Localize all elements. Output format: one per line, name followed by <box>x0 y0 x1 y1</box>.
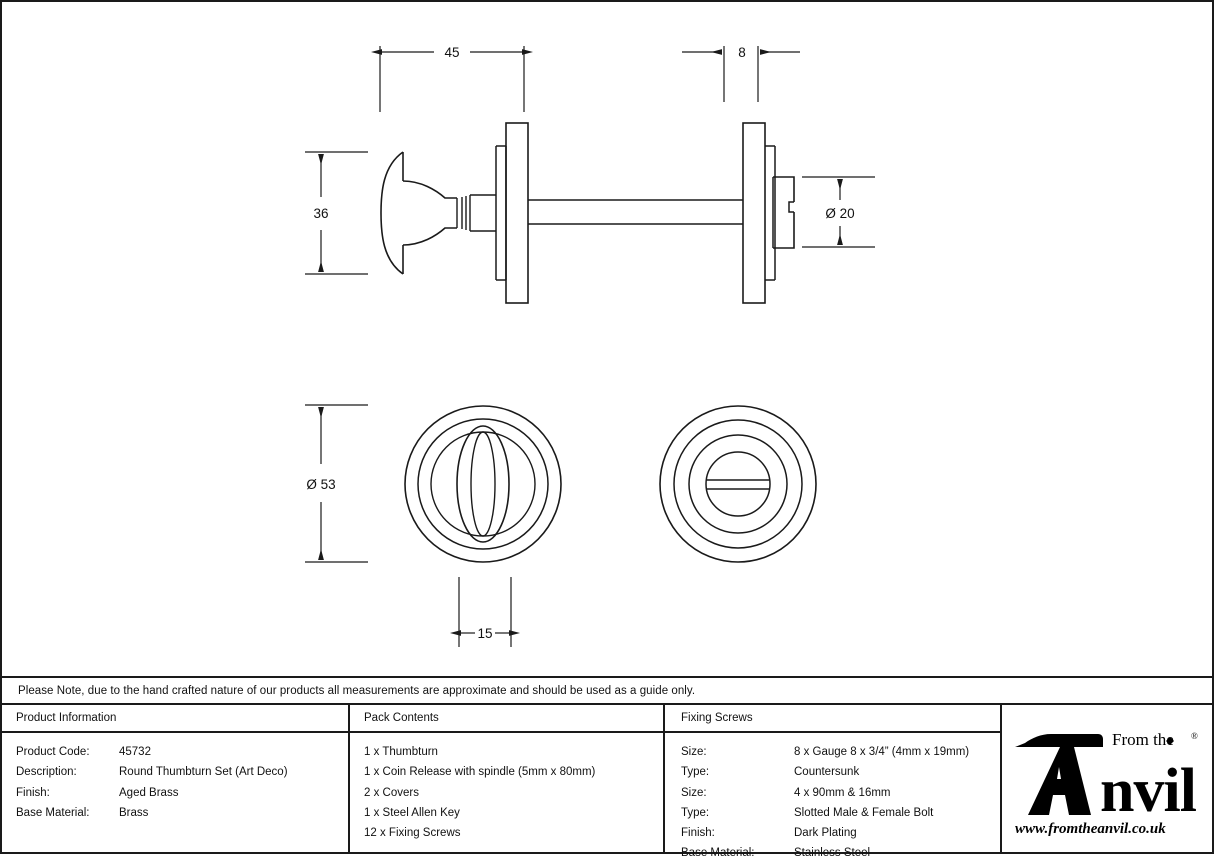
brand-name-suffix: nvil <box>1100 757 1197 825</box>
screw-type-2-value: Slotted Male & Female Bolt <box>794 806 934 819</box>
fixing-screws-header: Fixing Screws <box>665 705 1000 733</box>
description-label: Description: <box>16 766 77 779</box>
screw-type-1-value: Countersunk <box>794 766 860 779</box>
screw-size-2-label: Size: <box>681 786 707 799</box>
finish-value: Aged Brass <box>119 786 179 799</box>
pack-contents-header: Pack Contents <box>350 705 663 733</box>
finish-label: Finish: <box>16 786 50 799</box>
fixing-screws-body: Size: 8 x Gauge 8 x 3/4” (4mm x 19mm) Ty… <box>665 733 1000 864</box>
dimension-label-45: 45 <box>444 45 459 60</box>
dimension-label-15: 15 <box>477 626 492 641</box>
brand-tagline: From the <box>1112 730 1174 749</box>
base-material-label: Base Material: <box>16 806 90 819</box>
drawing-svg: 45 8 36 Ø 20 Ø 53 15 <box>305 45 875 647</box>
product-info-table: Product Information Product Code: 45732 … <box>2 705 1212 859</box>
anvil-logo-icon: From the ® nvil www.fromtheanvil.co.uk <box>1015 730 1198 837</box>
measurement-note-text: Please Note, due to the hand crafted nat… <box>18 684 696 697</box>
product-information-header: Product Information <box>2 705 348 733</box>
list-item: 2 x Covers <box>364 786 419 799</box>
dimension-label-dia-53: Ø 53 <box>306 477 335 492</box>
list-item: 1 x Thumbturn <box>364 746 438 758</box>
measurement-note-bar: Please Note, due to the hand crafted nat… <box>2 676 1212 705</box>
dimension-45 <box>371 46 533 112</box>
fixing-screws-column: Fixing Screws Size: 8 x Gauge 8 x 3/4” (… <box>665 705 1002 859</box>
dimension-label-8: 8 <box>738 45 746 60</box>
table-row: Type: Slotted Male & Female Bolt <box>681 803 1000 823</box>
side-elevation-view <box>380 122 795 304</box>
dimension-label-dia-20: Ø 20 <box>825 206 854 221</box>
product-code-value: 45732 <box>119 746 151 758</box>
screw-type-1-label: Type: <box>681 766 710 779</box>
table-row: Finish: Dark Plating <box>681 823 1000 843</box>
list-item: 12 x Fixing Screws <box>364 827 461 840</box>
base-material-value: Brass <box>119 806 149 819</box>
pack-contents-body: 1 x Thumbturn 1 x Coin Release with spin… <box>350 733 663 852</box>
screw-type-2-label: Type: <box>681 806 710 819</box>
dimension-8 <box>682 46 800 102</box>
list-item: 1 x Coin Release with spindle (5mm x 80m… <box>364 766 596 779</box>
table-row: Size: 8 x Gauge 8 x 3/4” (4mm x 19mm) <box>681 742 1000 762</box>
brand-website: www.fromtheanvil.co.uk <box>1015 821 1166 837</box>
product-code-label: Product Code: <box>16 746 90 758</box>
dimension-15 <box>450 577 520 647</box>
dimension-label-36: 36 <box>313 206 328 221</box>
brand-logo-column: From the ® nvil www.fromtheanvil.co.uk <box>1002 705 1212 852</box>
list-item: 1 x Steel Allen Key <box>364 806 460 819</box>
product-information-body: Product Code: 45732 Description: Round T… <box>2 733 348 852</box>
coin-release-front-view <box>659 405 817 563</box>
product-information-column: Product Information Product Code: 45732 … <box>2 705 350 852</box>
screw-finish-label: Finish: <box>681 827 715 840</box>
table-row: Description: Round Thumbturn Set (Art De… <box>16 762 348 782</box>
table-row: Size: 4 x 90mm & 16mm <box>681 783 1000 803</box>
diamond-bullet-icon <box>1166 736 1174 745</box>
screw-finish-value: Dark Plating <box>794 827 857 840</box>
table-row: Type: Countersunk <box>681 762 1000 782</box>
table-row: Base Material: Brass <box>16 803 348 823</box>
dimension-dia-20 <box>802 176 875 248</box>
drawing-area: 45 8 36 Ø 20 Ø 53 15 <box>2 2 1212 674</box>
screw-size-1-label: Size: <box>681 746 707 758</box>
pack-contents-column: Pack Contents 1 x Thumbturn 1 x Coin Rel… <box>350 705 665 852</box>
from-the-anvil-logo: From the ® nvil www.fromtheanvil.co.uk <box>1007 719 1207 839</box>
description-value: Round Thumbturn Set (Art Deco) <box>119 766 288 779</box>
screw-size-1-value: 8 x Gauge 8 x 3/4” (4mm x 19mm) <box>794 746 970 758</box>
screw-size-2-value: 4 x 90mm & 16mm <box>794 786 891 799</box>
thumbturn-front-view <box>404 405 562 563</box>
table-row: Product Code: 45732 <box>16 742 348 762</box>
dimension-dia-53 <box>305 404 368 563</box>
dimension-36 <box>305 151 368 275</box>
registered-mark: ® <box>1191 731 1198 741</box>
table-row: Finish: Aged Brass <box>16 783 348 803</box>
